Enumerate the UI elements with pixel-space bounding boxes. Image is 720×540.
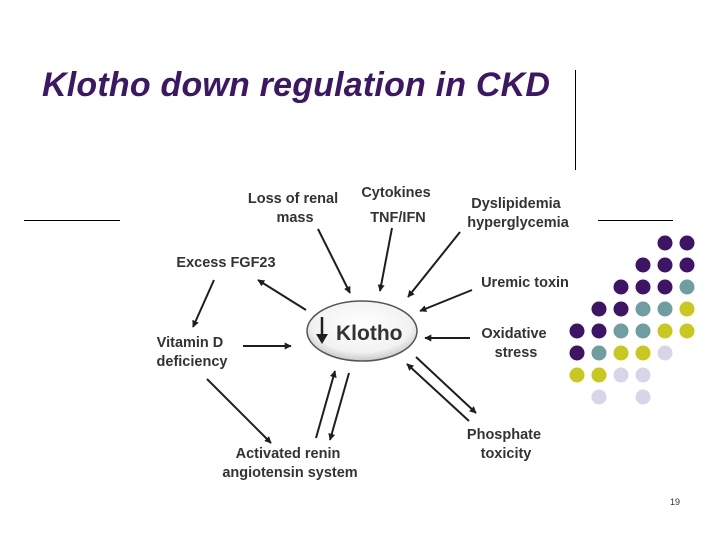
arrow-vitamin-d-to-renin [206,378,272,444]
node-excess-fgf23: Excess FGF23 [176,255,275,271]
arrow-uremic-toxin-to-klotho [419,289,473,312]
node-phosphate-toxicity: Phosphate toxicity [467,427,545,462]
arrow-klotho-to-renin [328,372,350,441]
arrow-klotho-to-phosphate [415,356,477,414]
down-arrow-icon [316,317,328,344]
arrow-cytokines-to-klotho [377,227,393,292]
node-activated-renin-angiotensin: Activated renin angiotensin system [222,446,357,481]
node-uremic-toxin: Uremic toxin [481,275,569,291]
arrow-renin-to-klotho [315,370,337,439]
node-cytokines: Cytokines TNF/IFN [361,185,434,226]
klotho-label: Klotho [336,322,402,345]
arrow-renal-mass-to-klotho [317,228,351,294]
arrow-fgf23-to-vitamin-d [192,279,215,328]
node-dyslipidemia: Dyslipidemia hyperglycemia [467,196,569,231]
left-horizontal-rule [24,220,120,221]
arrow-dyslipidemia-to-klotho [407,231,461,298]
page-number: 19 [669,497,680,507]
node-vitamin-d-deficiency: Vitamin D deficiency [157,335,228,370]
klotho-node: Klotho [306,300,418,362]
title-vertical-rule [575,70,576,170]
node-oxidative-stress: Oxidative stress [481,326,550,361]
arrow-phosphate-to-klotho [406,363,470,422]
node-loss-of-renal-mass: Loss of renal mass [248,191,342,226]
right-horizontal-rule [598,220,673,221]
arrow-klotho-to-fgf23 [257,279,307,311]
slide-title: Klotho down regulation in CKD [42,66,551,104]
